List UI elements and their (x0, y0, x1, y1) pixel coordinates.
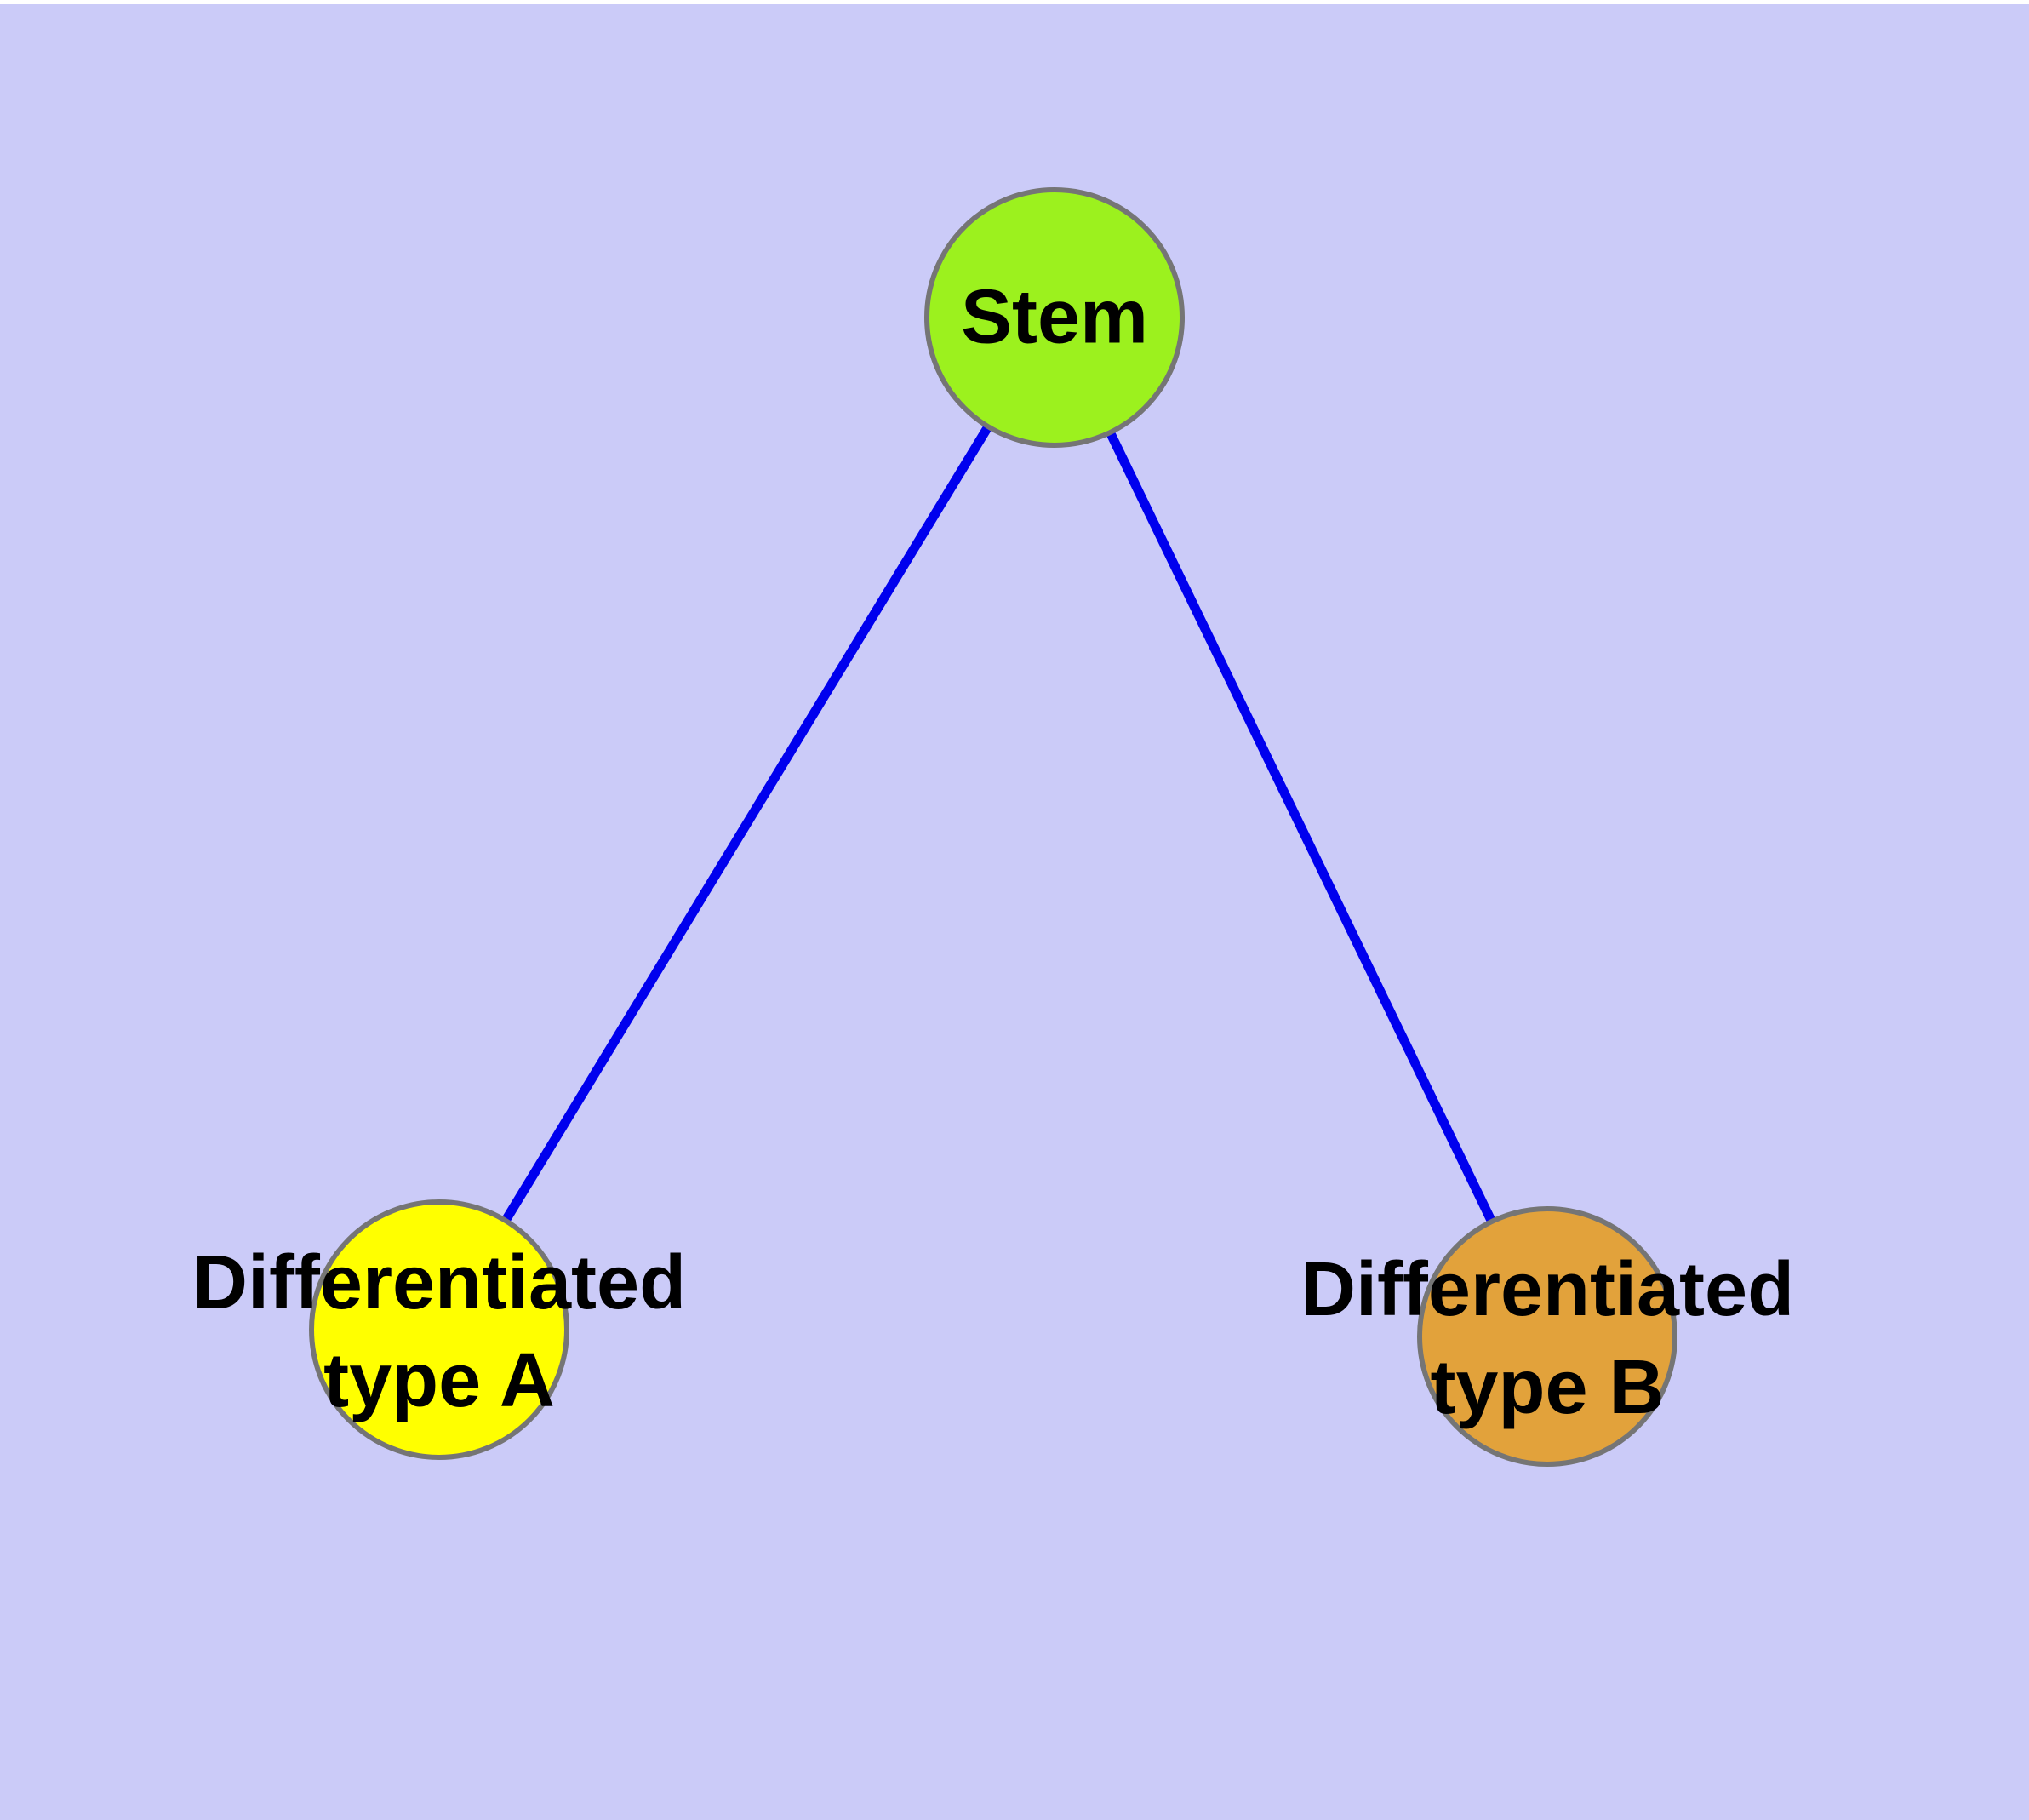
node-differentiated-type-b (1417, 1206, 1677, 1467)
node-label-differentiated-type-b: Differentiated type B (1300, 1241, 1794, 1437)
node-label-type-b-line2: type B (1430, 1345, 1665, 1430)
node-label-type-a-line2: type A (323, 1338, 555, 1423)
node-differentiated-type-a (309, 1199, 569, 1460)
node-label-type-a-line1: Differentiated (191, 1240, 687, 1325)
node-label-differentiated-type-a: Differentiated type A (192, 1234, 686, 1430)
node-label-stem: Stem (961, 269, 1148, 367)
top-margin-strip (0, 0, 2029, 4)
node-label-type-b-line1: Differentiated (1300, 1247, 1795, 1332)
edge-stem-to-type-b (1050, 315, 1552, 1339)
node-label-stem-line1: Stem (960, 274, 1149, 360)
node-stem (924, 187, 1185, 448)
edge-stem-to-type-a (435, 315, 1059, 1332)
